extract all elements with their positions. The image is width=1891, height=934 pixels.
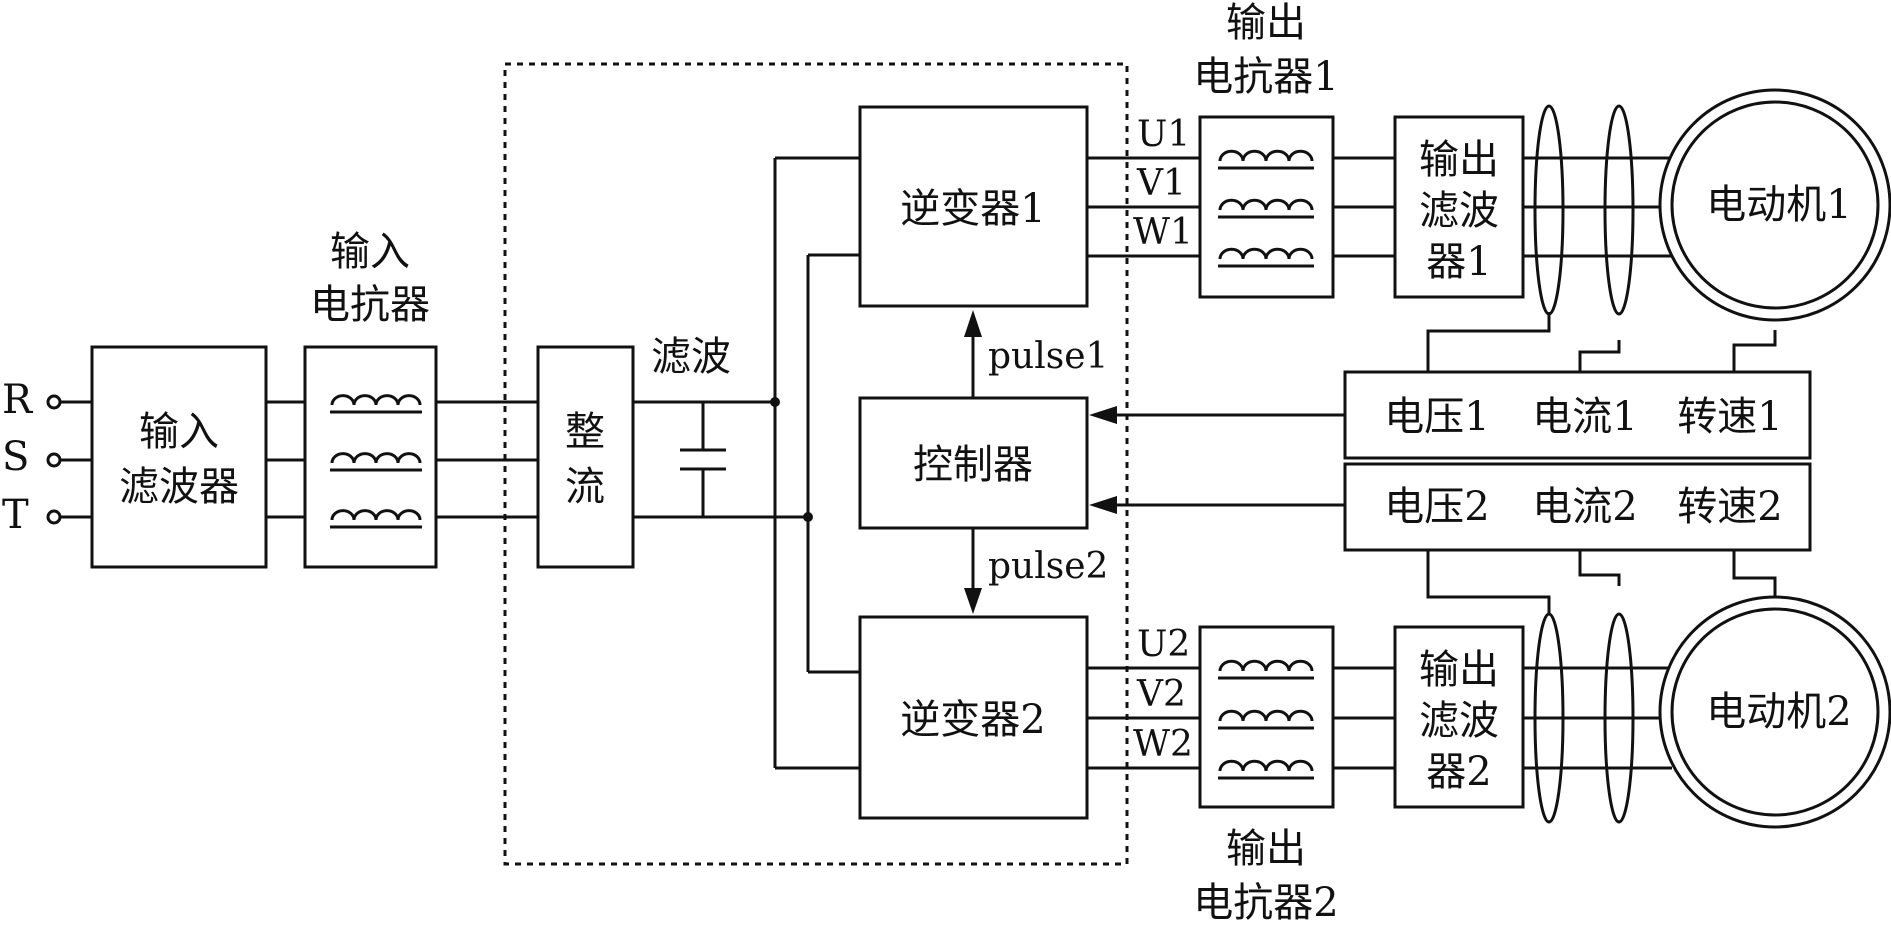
sensor-ring-1b — [1603, 104, 1635, 316]
sensor1-current: 电流1 — [1532, 394, 1637, 440]
coil-winding — [1218, 659, 1314, 672]
sensor-ring-2b — [1603, 612, 1635, 824]
sensor2-speed: 转速2 — [1677, 484, 1782, 530]
motor1-label: 电动机1 — [1706, 182, 1851, 228]
output-reactor2-coils — [1218, 659, 1314, 780]
coil-winding — [1218, 759, 1314, 772]
output-reactor2-label-line1: 输出 — [1226, 826, 1306, 872]
phase-label-u1: U1 — [1137, 114, 1190, 155]
coil-winding — [1218, 198, 1314, 211]
coil-winding — [1218, 709, 1314, 722]
pulse1-label: pulse1 — [988, 336, 1108, 377]
input-reactor-label-line1: 输入 — [330, 229, 410, 275]
rectifier-label-line2: 流 — [565, 464, 605, 510]
motor2-block: 电动机2 — [1658, 595, 1891, 829]
current-sensor-rings — [1533, 104, 1635, 824]
rectifier-block: 整 流 — [536, 345, 635, 569]
dc-filter-capacitor: 滤波 — [651, 334, 731, 471]
coil-winding — [330, 394, 422, 406]
input-filter-block: 输入 滤波器 — [90, 345, 268, 569]
inverter1-label: 逆变器1 — [900, 186, 1045, 232]
controller-block: 控制器 — [858, 396, 1089, 530]
input-filter-label-line2: 滤波器 — [119, 464, 239, 510]
feedback1-arrowhead — [1089, 406, 1117, 424]
controller-label: 控制器 — [913, 442, 1033, 488]
input-reactor-coils — [330, 394, 422, 529]
sensor2-voltage: 电压2 — [1384, 484, 1489, 530]
output-reactor2-label-line2: 电抗器2 — [1193, 880, 1338, 926]
converter-enclosure — [503, 62, 1129, 866]
coil-winding — [330, 509, 422, 521]
rectifier-label-line1: 整 — [565, 409, 605, 455]
inverter1-block: 逆变器1 — [858, 105, 1089, 308]
output-reactor1-coils — [1218, 149, 1314, 268]
dc-filter-label: 滤波 — [651, 334, 731, 380]
input-filter-label-line1: 输入 — [139, 409, 219, 455]
output-reactor2-block: 输出 电抗器2 — [1193, 625, 1339, 926]
motor2-label: 电动机2 — [1706, 689, 1851, 735]
coil-winding — [1218, 247, 1314, 260]
junction-dot-bottom — [803, 512, 813, 522]
sensor1-speed: 转速1 — [1677, 394, 1782, 440]
output-filter1-label-line1: 输出 — [1419, 137, 1499, 183]
pulse2-arrow: pulse2 — [964, 528, 1108, 614]
phase-labels-2: U2 V2 W2 — [1133, 624, 1193, 765]
input-reactor-label-line2: 电抗器 — [310, 282, 430, 328]
output-filter1-label-line3: 器1 — [1426, 239, 1491, 285]
phase-label-u2: U2 — [1137, 624, 1190, 665]
phase-label-w1: W1 — [1133, 212, 1193, 253]
output-reactor1-block: 输出 电抗器1 — [1193, 0, 1339, 299]
phase-labels-1: U1 V1 W1 — [1133, 114, 1193, 253]
wiring — [60, 156, 1777, 770]
terminal-label-r: R — [2, 377, 34, 423]
sensor2-current: 电流2 — [1532, 484, 1637, 530]
sensor1-voltage: 电压1 — [1384, 394, 1489, 440]
feedback2-arrowhead — [1089, 496, 1117, 514]
output-filter2-label-line2: 滤波 — [1419, 698, 1499, 744]
terminal-r-circle — [46, 394, 62, 410]
output-filter2-block: 输出 滤波 器2 — [1393, 625, 1525, 809]
terminal-t-circle — [46, 509, 62, 525]
output-reactor1-label-line2: 电抗器1 — [1193, 54, 1338, 100]
output-filter1-block: 输出 滤波 器1 — [1393, 115, 1525, 299]
phase-label-v2: V2 — [1136, 674, 1186, 715]
output-filter2-label-line1: 输出 — [1419, 647, 1499, 693]
pulse2-label: pulse2 — [988, 546, 1108, 587]
input-terminals: R S T — [2, 377, 62, 538]
coil-winding — [330, 452, 422, 464]
output-filter1-label-line2: 滤波 — [1419, 188, 1499, 234]
terminal-label-s: S — [2, 434, 29, 480]
output-reactor1-label-line1: 输出 — [1226, 0, 1306, 46]
sensor-ring-1a — [1533, 104, 1565, 316]
phase-label-w2: W2 — [1133, 724, 1193, 765]
terminal-label-t: T — [2, 492, 29, 538]
output-filter2-label-line3: 器2 — [1426, 749, 1491, 795]
coil-winding — [1218, 149, 1314, 162]
sensor-ring-2a — [1533, 612, 1565, 824]
sensor-box-2: 电压2 电流2 转速2 — [1343, 462, 1812, 552]
inverter2-label: 逆变器2 — [900, 697, 1045, 743]
junction-dot-top — [770, 397, 780, 407]
sensor-box-1: 电压1 电流1 转速1 — [1343, 370, 1812, 460]
inverter2-block: 逆变器2 — [858, 615, 1089, 820]
input-reactor-block: 输入 电抗器 — [303, 229, 438, 569]
terminal-s-circle — [46, 452, 62, 468]
pulse1-arrow: pulse1 — [964, 310, 1108, 398]
motor1-block: 电动机1 — [1658, 88, 1891, 322]
phase-label-v1: V1 — [1136, 163, 1186, 204]
